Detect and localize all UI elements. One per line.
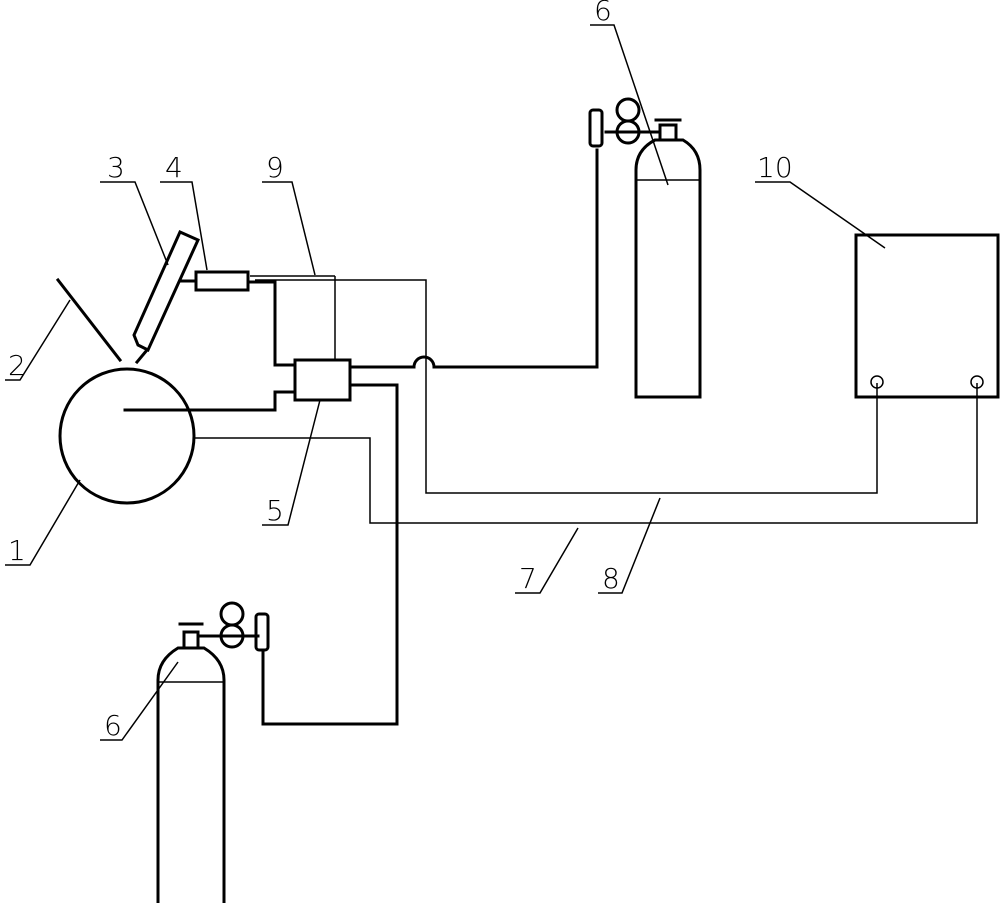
part-3-torch: [132, 230, 200, 365]
part-1-drum: [58, 367, 297, 505]
label-6-bottom: 6: [104, 709, 122, 742]
part-7-cable: [194, 383, 978, 524]
part-2-plate: [55, 277, 123, 363]
part-9-pipe: [250, 275, 878, 494]
gas-line-bottom: [261, 383, 399, 726]
leader-lines: [5, 24, 886, 741]
label-7: 7: [519, 562, 537, 595]
label-8: 8: [602, 562, 620, 595]
gas-line-top: [348, 148, 599, 369]
part-10-power-supply: [854, 233, 1000, 399]
label-2: 2: [8, 349, 26, 382]
label-1: 1: [8, 534, 26, 567]
label-9: 9: [266, 151, 284, 184]
top-gas-cylinder: [588, 97, 702, 399]
label-5: 5: [266, 494, 284, 527]
label-10: 10: [757, 151, 793, 184]
label-4: 4: [165, 151, 183, 184]
part-4-feeder: [179, 270, 277, 292]
label-6-top: 6: [594, 0, 612, 27]
part-5-controller: [293, 358, 352, 402]
label-3: 3: [107, 151, 125, 184]
bottom-gas-cylinder: [156, 601, 270, 903]
